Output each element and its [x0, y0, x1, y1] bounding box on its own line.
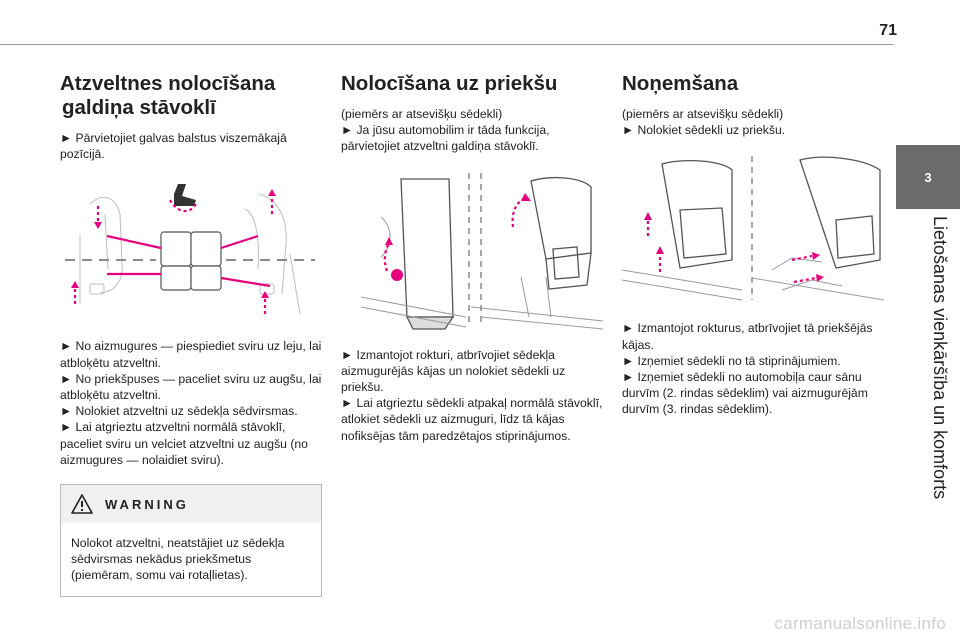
section-title: Atzveltnes nolocīšana galdiņa stāvoklī — [60, 72, 276, 119]
intro-text: ► Pārvietojiet galvas balstus viszemākaj… — [60, 131, 287, 162]
intro-text: (piemērs ar atsevišķu sēdekli) ► Ja jūsu… — [341, 107, 550, 154]
figure-seatback-levers — [60, 174, 322, 326]
warning-triangle-icon — [71, 494, 93, 514]
chapter-tab[interactable]: 3 — [896, 145, 960, 209]
step-item: ► Nolokiet atzveltni uz sēdekļa sēdvirsm… — [60, 404, 298, 419]
figure-seat-fold — [341, 167, 603, 335]
intro-text: (piemērs ar atsevišķu sēdekli) ► Nolokie… — [622, 107, 786, 138]
step-item: ► No aizmugures — piespiediet sviru uz l… — [60, 339, 322, 370]
seat-fold-illustration — [360, 172, 603, 330]
section-table-position: Atzveltnes nolocīšana galdiņa stāvoklī ►… — [60, 72, 322, 597]
page-number: 71 — [879, 22, 897, 39]
section-title: Nolocīšana uz priekšu — [341, 72, 558, 95]
step-item: ► Izņemiet sēdekli no tā stiprinājumiem. — [622, 353, 841, 368]
step-item: ► Izmantojot rokturus, atbrīvojiet tā pr… — [622, 321, 873, 352]
section-removal: Noņemšana (piemērs ar atsevišķu sēdekli)… — [622, 72, 884, 418]
step-item: ► No priekšpuses — paceliet sviru uz aug… — [60, 371, 322, 403]
figure-seat-removal — [622, 150, 884, 308]
warning-title: WARNING — [105, 496, 189, 512]
warning-box: WARNING Nolokot atzveltni, neatstājiet u… — [60, 484, 322, 597]
section-fold-forward: Nolocīšana uz priekšu (piemērs ar atsevi… — [341, 72, 603, 444]
seat-illustration — [65, 184, 315, 315]
step-item: ► Izņemiet sēdekli no automobiļa caur sā… — [622, 370, 868, 417]
watermark: carmanualsonline.info — [774, 614, 946, 633]
step-item: ► Izmantojot rokturi, atbrīvojiet sēdekļ… — [341, 347, 566, 395]
warning-header: WARNING — [61, 485, 321, 524]
step-item: ► Lai atgrieztu sēdekli atpakaļ normālā … — [341, 396, 603, 443]
step-item: ► Lai atgrieztu atzveltni normālā stāvok… — [60, 420, 308, 467]
warning-text: Nolokot atzveltni, neatstājiet uz sēdekļ… — [71, 536, 285, 583]
chapter-title: Lietošanas vienkāršība un komforts — [930, 216, 950, 500]
seat-removal-illustration — [622, 156, 884, 301]
header-rule — [0, 44, 894, 45]
section-title: Noņemšana — [622, 72, 739, 95]
